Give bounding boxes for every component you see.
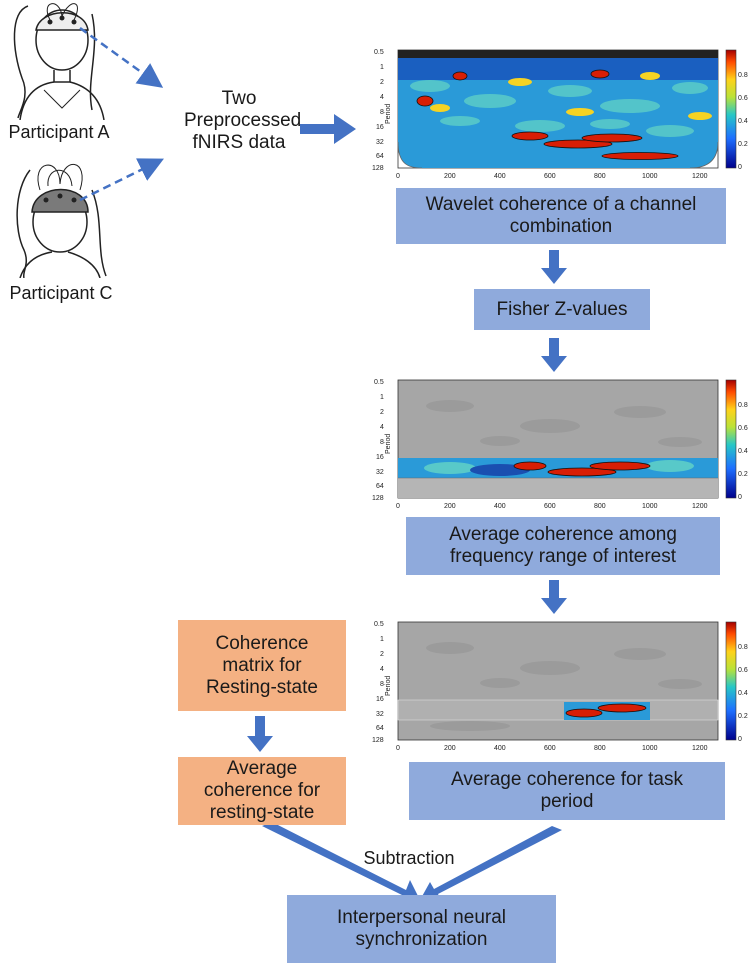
p3-xtick: 600 [544,745,556,752]
input-label: Two Preprocessed fNIRS data [184,88,302,153]
participant-a-label: Participant A [8,122,110,142]
p3-ytick: 128 [372,737,384,744]
p3-xtick: 1000 [642,745,658,752]
p1-cbar-tick: 0 [738,164,742,171]
p2-ytick: 16 [376,454,384,461]
p1-xtick: 1000 [642,173,658,180]
participant-c-label: Participant C [9,283,113,303]
p1-xtick: 400 [494,173,506,180]
p2-ytick: 2 [380,409,384,416]
p1-cbar-tick: 0.4 [738,118,748,125]
p2-cbar-tick: 0.8 [738,402,748,409]
subtraction-label: Subtraction [363,848,455,868]
p3-cbar-tick: 0.2 [738,713,748,720]
p3-ytick: 16 [376,696,384,703]
p1-ytick: 64 [376,153,384,160]
p3-xtick: 1200 [692,745,708,752]
p2-cbar-tick: 0.4 [738,448,748,455]
p2-ytick: 0.5 [374,379,384,386]
resting-coherence-matrix: Coherence matrix for Resting-state [178,620,346,711]
p1-cbar-tick: 0.8 [738,72,748,79]
p1-ytick: 8 [380,109,384,116]
p1-ylabel: Period [385,104,392,124]
p3-xtick: 400 [494,745,506,752]
p2-cbar-tick: 0 [738,494,742,501]
wavelet-coherence-plot: 0.5 1 2 4 8 16 32 64 128 0 200 400 600 8… [372,49,748,180]
step-average-task: Average coherence for task period [409,762,725,820]
p1-ytick: 4 [380,94,384,101]
p2-xtick: 800 [594,503,606,510]
p1-xtick: 600 [544,173,556,180]
p1-xtick: 800 [594,173,606,180]
p2-ytick: 1 [380,394,384,401]
p1-ytick: 32 [376,139,384,146]
step-wavelet-coherence: Wavelet coherence of a channel combinati… [396,188,726,244]
p3-ytick: 32 [376,711,384,718]
p1-xtick: 1200 [692,173,708,180]
p3-xtick: 800 [594,745,606,752]
p1-cbar-tick: 0.6 [738,95,748,102]
p1-ytick: 0.5 [374,49,384,56]
p3-xtick: 0 [396,745,400,752]
p2-ytick: 128 [372,495,384,502]
p3-ytick: 8 [380,681,384,688]
p2-ytick: 32 [376,469,384,476]
participant-a-figure [13,3,105,120]
p2-ytick: 64 [376,483,384,490]
p2-xtick: 600 [544,503,556,510]
step-average-frequency: Average coherence among frequency range … [406,517,720,575]
p2-xtick: 1200 [692,503,708,510]
participant-c-figure [16,164,107,278]
step-fisher-z: Fisher Z-values [474,289,650,330]
p2-ytick: 4 [380,424,384,431]
p3-xtick: 200 [444,745,456,752]
p3-ylabel: Period [385,676,392,696]
task-period-plot: 0.5 1 2 4 8 16 32 64 128 0 200 400 600 8… [372,621,748,752]
p3-ytick: 64 [376,725,384,732]
p1-ytick: 2 [380,79,384,86]
p3-cbar-tick: 0.4 [738,690,748,697]
p1-ytick: 1 [380,64,384,71]
p2-xtick: 1000 [642,503,658,510]
p2-cbar-tick: 0.2 [738,471,748,478]
p3-cbar-tick: 0 [738,736,742,743]
resting-average-coherence: Average coherence for resting-state [178,757,346,825]
p2-cbar-tick: 0.6 [738,425,748,432]
p1-cbar-tick: 0.2 [738,141,748,148]
p3-cbar-tick: 0.6 [738,667,748,674]
p2-ytick: 8 [380,439,384,446]
p3-ytick: 2 [380,651,384,658]
p2-xtick: 200 [444,503,456,510]
p3-ytick: 4 [380,666,384,673]
p2-ylabel: Period [385,434,392,454]
p1-ytick: 16 [376,124,384,131]
p3-cbar-tick: 0.8 [738,644,748,651]
frequency-range-plot: 0.5 1 2 4 8 16 32 64 128 0 200 400 600 8… [372,379,748,510]
p3-ytick: 0.5 [374,621,384,628]
p3-ytick: 1 [380,636,384,643]
p2-xtick: 0 [396,503,400,510]
step-interpersonal-synchronization: Interpersonal neural synchronization [287,895,556,963]
p1-xtick: 0 [396,173,400,180]
p1-ytick: 128 [372,165,384,172]
p2-xtick: 400 [494,503,506,510]
p1-xtick: 200 [444,173,456,180]
